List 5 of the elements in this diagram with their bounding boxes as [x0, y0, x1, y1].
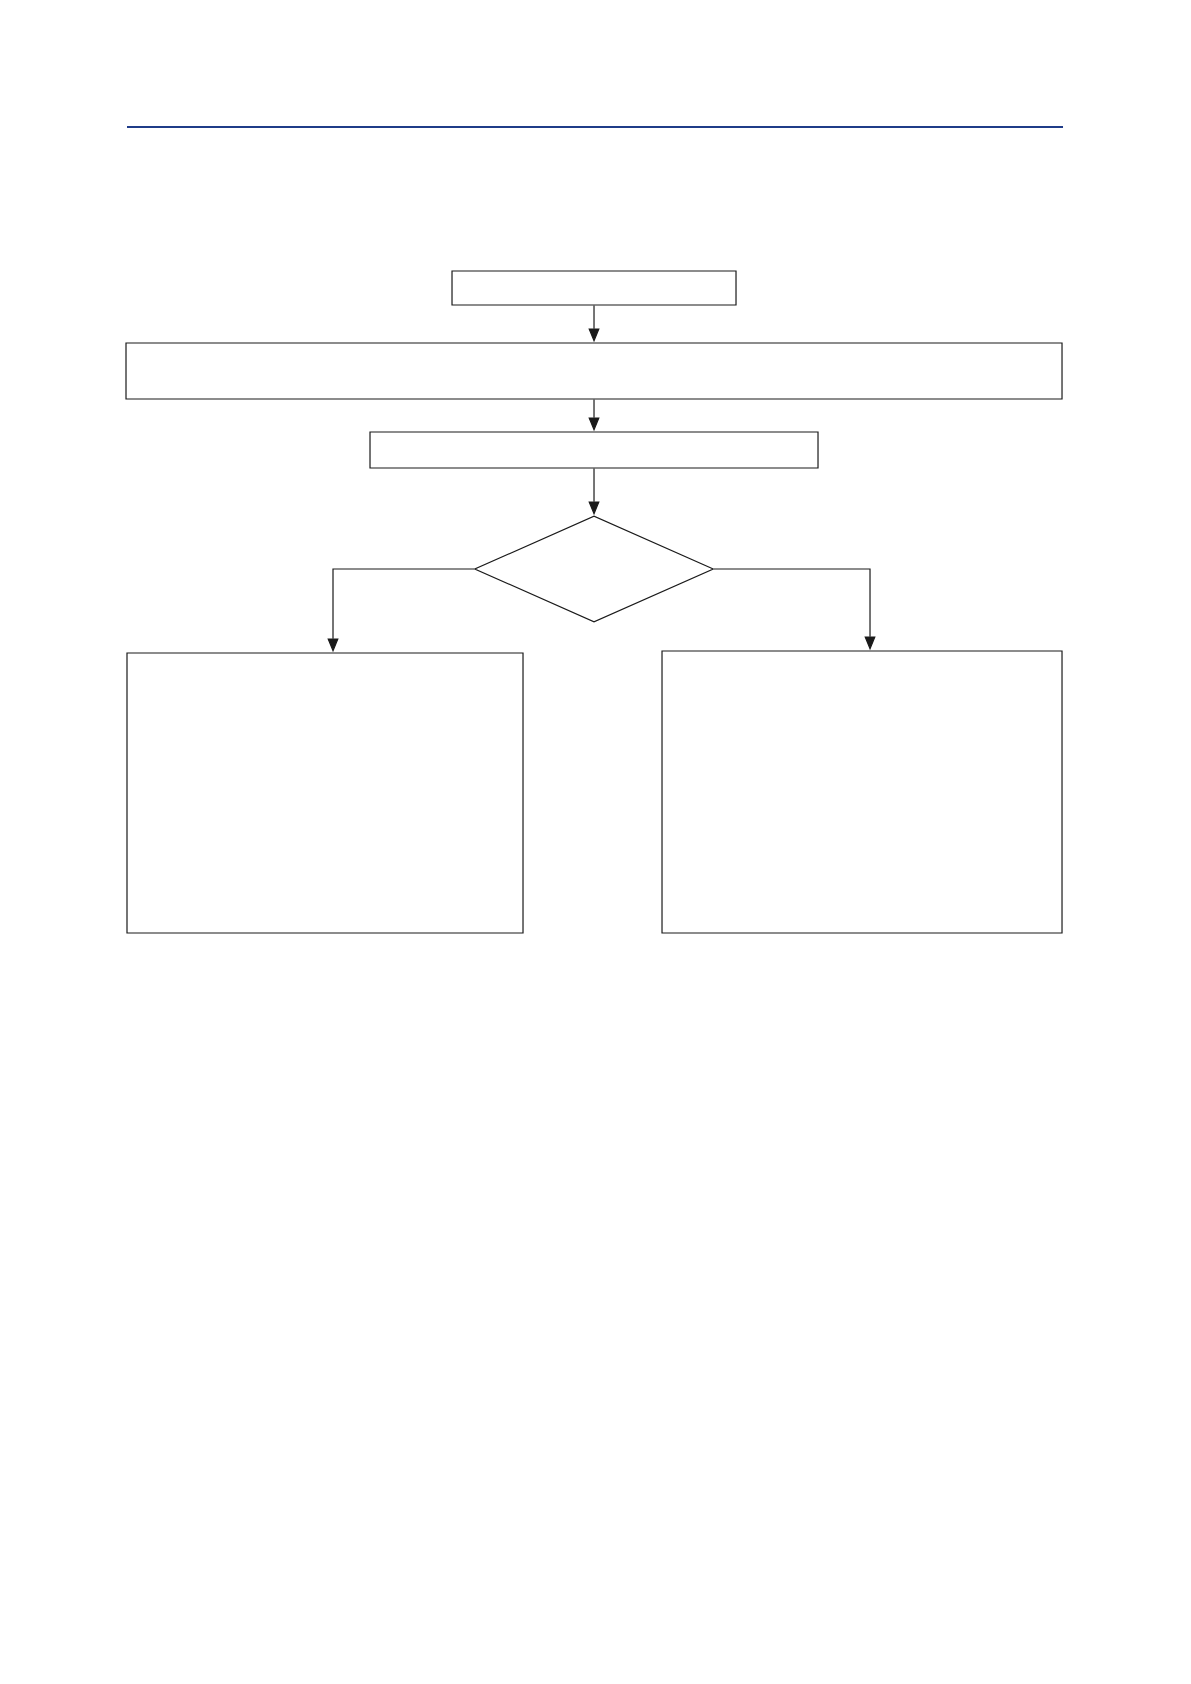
process-box — [451, 270, 737, 306]
process-box — [125, 342, 1063, 400]
process-box — [369, 431, 819, 469]
process-box — [661, 650, 1063, 934]
process-box — [126, 652, 524, 934]
